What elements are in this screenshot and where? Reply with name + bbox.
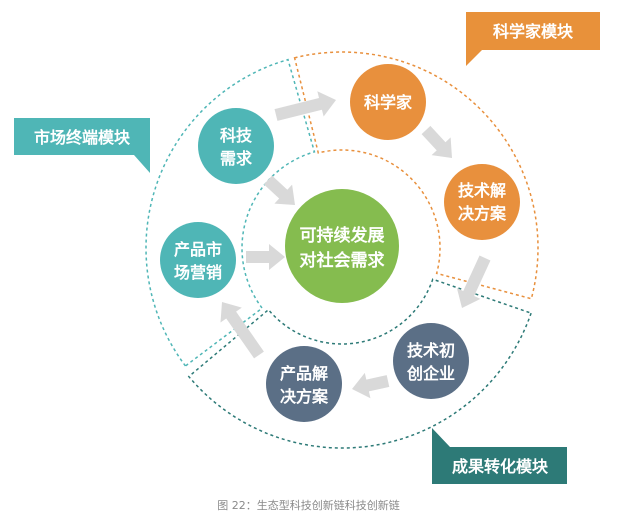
node-text: 产品市 — [174, 240, 222, 259]
flow-arrow-icon — [274, 91, 336, 121]
flow-arrows — [220, 91, 491, 399]
node-tech-solution: 技术解 决方案 — [444, 164, 520, 240]
center-line2: 对社会需求 — [300, 250, 385, 271]
flow-arrow-icon — [352, 372, 390, 399]
center-line1: 可持续发展 — [300, 225, 385, 246]
node-tech-startup: 技术初 创企业 — [393, 323, 469, 399]
flow-arrow-icon — [220, 302, 264, 359]
flow-arrow-icon — [421, 125, 452, 158]
node-text: 创企业 — [406, 364, 455, 383]
market-module-text: 市场终端模块 — [34, 128, 131, 147]
node-text: 技术解 — [458, 181, 506, 200]
figure-caption: 图 22：生态型科技创新链科技创新链 — [217, 499, 400, 512]
scientist-sector — [293, 51, 539, 300]
transform-module-label: 成果转化模块 — [432, 428, 567, 484]
node-product-solution: 产品解 决方案 — [266, 346, 342, 422]
transform-sector — [187, 278, 533, 449]
node-text: 产品解 — [280, 364, 328, 383]
node-tech-demand: 科技 需求 — [198, 108, 274, 184]
module-sector-outlines — [145, 51, 539, 449]
transform-module-text: 成果转化模块 — [452, 457, 549, 476]
node-text: 科技 — [220, 126, 253, 145]
node-text: 决方案 — [458, 204, 507, 223]
node-scientist: 科学家 — [350, 64, 426, 140]
node-text: 场营销 — [174, 263, 222, 282]
scientist-module-label: 科学家模块 — [466, 12, 600, 66]
market-module-label: 市场终端模块 — [14, 118, 150, 173]
node-text: 科学家 — [364, 93, 413, 112]
market-sector — [145, 58, 316, 368]
node-text: 需求 — [220, 149, 253, 168]
node-product-marketing: 产品市 场营销 — [160, 222, 236, 298]
center-node: 可持续发展 对社会需求 — [285, 189, 399, 303]
scientist-module-text: 科学家模块 — [493, 22, 574, 41]
node-text: 技术初 — [407, 341, 455, 360]
flow-arrow-icon — [263, 175, 295, 205]
flow-arrow-icon — [456, 255, 491, 308]
node-text: 决方案 — [280, 387, 329, 406]
flow-arrow-icon — [246, 244, 285, 270]
